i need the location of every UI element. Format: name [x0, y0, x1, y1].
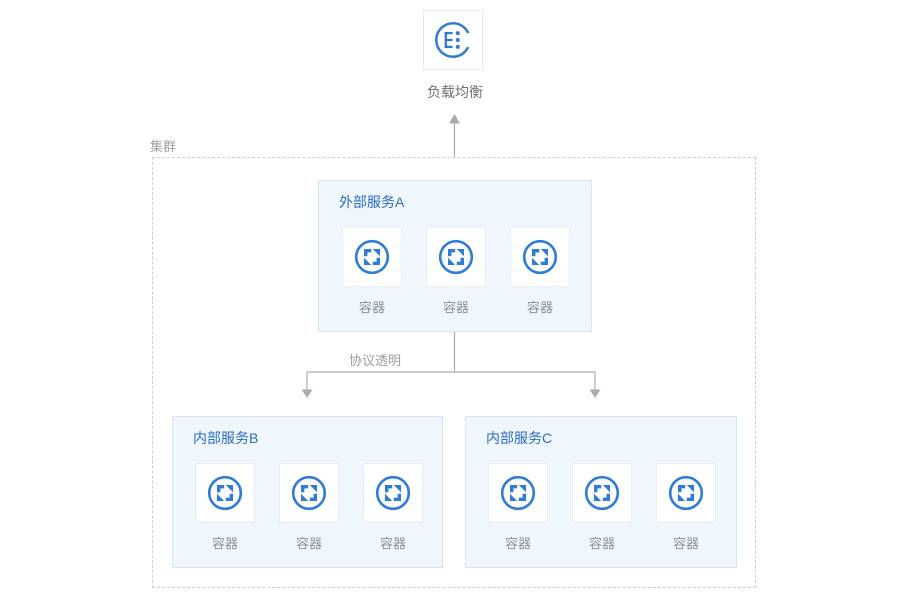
service-c-panel: 内部服务C 容器 容器 容器: [465, 416, 737, 568]
container-card: [510, 227, 570, 287]
container-icon: [205, 473, 245, 513]
cluster-label: 集群: [150, 139, 177, 154]
container-icon: [666, 473, 706, 513]
service-b-panel: 内部服务B 容器 容器 容器: [172, 416, 443, 568]
container-icon: [520, 237, 560, 277]
container-icon: [352, 237, 392, 277]
service-a-nodes: 容器 容器 容器: [342, 227, 570, 316]
container-label: 容器: [295, 536, 322, 551]
service-b-title: 内部服务B: [193, 430, 259, 446]
arrow-up-icon: [449, 114, 460, 124]
container-icon: [498, 473, 538, 513]
load-balancer-label: 负载均衡: [427, 84, 483, 100]
container-card: [195, 463, 255, 523]
load-balancer-icon: [430, 17, 476, 63]
container-icon: [289, 473, 329, 513]
container-card: [342, 227, 402, 287]
container-card: [572, 463, 632, 523]
container-node: 容器: [656, 463, 716, 552]
container-node: 容器: [572, 463, 632, 552]
cluster-boundary: [152, 157, 756, 588]
container-label: 容器: [211, 536, 238, 551]
service-a-panel: 外部服务A 容器 容器 容器: [318, 180, 592, 332]
service-a-title: 外部服务A: [339, 194, 405, 210]
service-c-title: 内部服务C: [486, 430, 553, 446]
container-card: [656, 463, 716, 523]
container-card: [488, 463, 548, 523]
container-label: 容器: [442, 300, 469, 315]
container-node: 容器: [426, 227, 486, 316]
container-node: 容器: [195, 463, 255, 552]
container-node: 容器: [363, 463, 423, 552]
container-node: 容器: [279, 463, 339, 552]
container-icon: [373, 473, 413, 513]
container-icon: [436, 237, 476, 277]
container-label: 容器: [588, 536, 615, 551]
load-balancer-node: [423, 10, 483, 70]
protocol-transparent-label: 协议透明: [349, 353, 402, 368]
container-card: [279, 463, 339, 523]
container-label: 容器: [504, 536, 531, 551]
container-node: 容器: [510, 227, 570, 316]
service-b-nodes: 容器 容器 容器: [195, 463, 423, 552]
container-card: [426, 227, 486, 287]
container-label: 容器: [672, 536, 699, 551]
container-icon: [582, 473, 622, 513]
container-label: 容器: [358, 300, 385, 315]
container-label: 容器: [526, 300, 553, 315]
container-label: 容器: [379, 536, 406, 551]
container-node: 容器: [342, 227, 402, 316]
container-node: 容器: [488, 463, 548, 552]
container-card: [363, 463, 423, 523]
service-c-nodes: 容器 容器 容器: [488, 463, 716, 552]
